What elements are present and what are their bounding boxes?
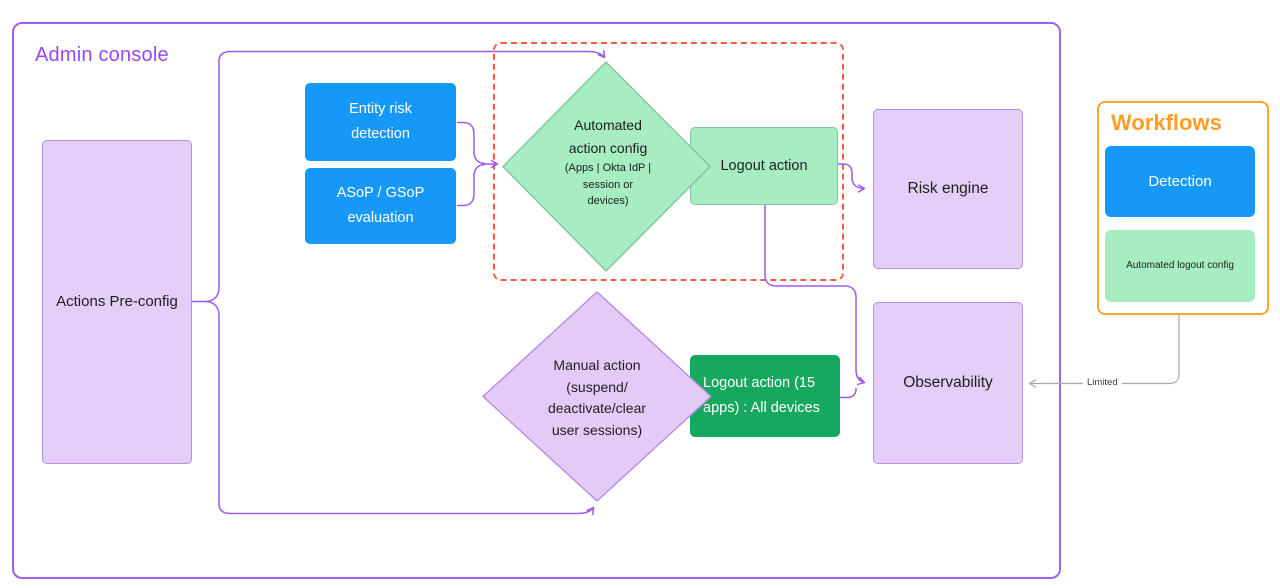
workflows-detection-label: Detection bbox=[1148, 172, 1212, 190]
entity-risk-detection-node: Entity risk detection bbox=[305, 83, 456, 161]
workflows-automated-logout-label: Automated logout config bbox=[1126, 260, 1234, 272]
admin-console-frame bbox=[12, 22, 1061, 579]
limited-connector-label: Limited bbox=[1083, 377, 1122, 388]
admin-console-title: Admin console bbox=[35, 44, 169, 66]
observability-label: Observability bbox=[903, 373, 993, 391]
actions-preconfig-node: Actions Pre-config bbox=[42, 140, 192, 464]
risk-engine-node: Risk engine bbox=[873, 109, 1023, 269]
logout-action-devices-label: Logout action (15 apps) : All devices bbox=[703, 374, 820, 416]
logout-action-node: Logout action bbox=[690, 127, 838, 205]
observability-node: Observability bbox=[873, 302, 1023, 464]
workflows-detection-node: Detection bbox=[1105, 146, 1255, 217]
asop-gsop-evaluation-label: ASoP / GSoP evaluation bbox=[336, 185, 425, 226]
risk-engine-label: Risk engine bbox=[907, 179, 989, 197]
workflows-panel bbox=[1097, 101, 1269, 315]
workflows-title: Workflows bbox=[1111, 110, 1222, 135]
logout-action-label: Logout action bbox=[720, 157, 808, 174]
actions-preconfig-label: Actions Pre-config bbox=[56, 293, 178, 311]
logout-action-devices-node: Logout action (15 apps) : All devices bbox=[690, 355, 840, 437]
workflows-automated-logout-node: Automated logout config bbox=[1105, 230, 1255, 302]
entity-risk-detection-label: Entity risk detection bbox=[349, 101, 412, 142]
asop-gsop-evaluation-node: ASoP / GSoP evaluation bbox=[305, 168, 456, 244]
